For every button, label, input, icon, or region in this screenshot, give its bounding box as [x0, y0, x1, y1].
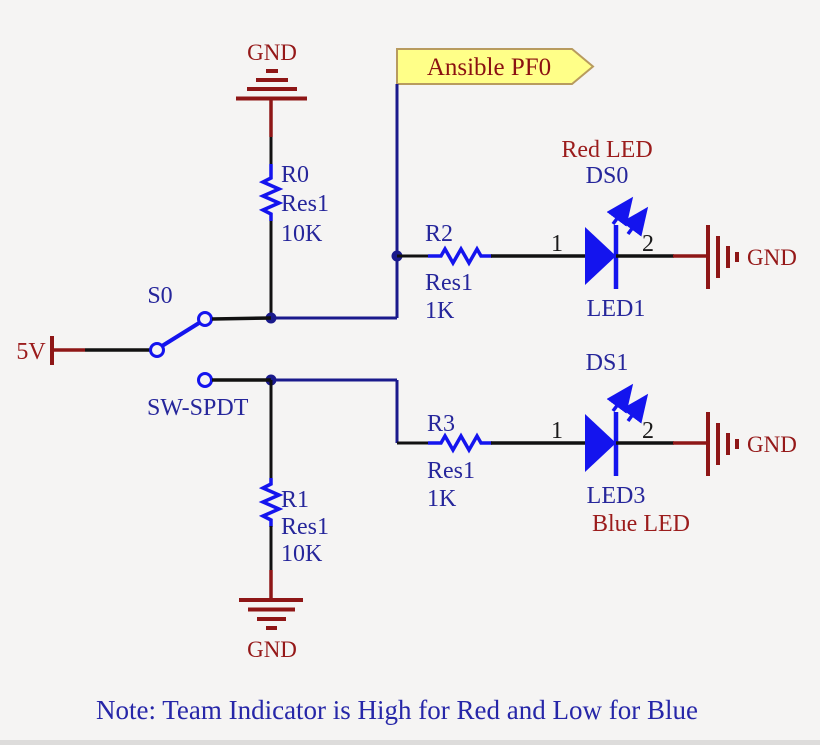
switch-s0: S0 SW-SPDT [147, 283, 249, 421]
ground-symbol-right1: GND [706, 225, 797, 289]
ground-bottom-label: GND [247, 637, 297, 662]
ground-right1-label: GND [747, 245, 797, 270]
net-flag-label: Ansible PF0 [427, 54, 551, 81]
led-ds0-pin2: 2 [642, 231, 654, 257]
resistor-r0-designator: R0 [281, 162, 309, 188]
switch-part: SW-SPDT [147, 395, 249, 421]
resistor-r1-designator: R1 [281, 487, 309, 513]
resistor-r3-body [428, 432, 492, 454]
resistor-r0-body [258, 164, 284, 221]
led-ds0-designator: DS0 [586, 163, 629, 189]
resistor-r3-type: Res1 [427, 458, 475, 484]
led-ds0-part: LED1 [587, 296, 646, 322]
resistor-r2: R2 Res1 1K [425, 221, 492, 324]
wire-switch-upper [211, 316, 272, 321]
resistor-r1-body [258, 478, 284, 527]
resistor-r1: R1 Res1 10K [258, 478, 329, 567]
power-5v: 5V [16, 336, 85, 365]
ground-symbol-bottom: GND [239, 598, 303, 662]
net-wires [271, 84, 399, 443]
resistor-r2-designator: R2 [425, 221, 453, 247]
switch-common-contact [149, 342, 165, 358]
led-ds0-comment: Red LED [561, 137, 652, 163]
bottom-edge-shade [0, 740, 820, 745]
resistor-r2-value: 1K [425, 298, 455, 324]
resistor-r2-type: Res1 [425, 270, 473, 296]
resistor-r1-type: Res1 [281, 514, 329, 540]
net-flag-ansible-pf0: Ansible PF0 [396, 48, 595, 85]
led-ds0-pin1: 1 [551, 231, 563, 257]
ground-symbol-right2: GND [706, 412, 797, 476]
power-5v-label: 5V [16, 339, 46, 365]
ground-top-label: GND [247, 40, 297, 65]
resistor-r2-body [428, 245, 492, 267]
resistor-r1-value: 10K [281, 541, 323, 567]
ground-right2-bars [706, 412, 739, 476]
resistor-r0-value: 10K [281, 221, 323, 247]
led-ds1-pin2: 2 [642, 418, 654, 444]
led-ds1-designator: DS1 [586, 350, 629, 376]
led-ds0-emission-arrows [606, 196, 649, 237]
resistor-r3-designator: R3 [427, 411, 455, 437]
led-ds1-emission-arrows [606, 383, 649, 424]
resistor-r0: R0 Res1 10K [258, 162, 329, 247]
switch-blade [160, 321, 201, 348]
ground-bottom-bars [239, 598, 303, 630]
led-ds1-part: LED3 [587, 483, 646, 509]
switch-designator: S0 [147, 283, 172, 309]
led-ds1-comment: Blue LED [592, 511, 690, 537]
resistor-r3: R3 Res1 1K [427, 411, 492, 512]
resistor-r0-type: Res1 [281, 191, 329, 217]
led-ds0-triangle [585, 227, 616, 285]
ground-right2-label: GND [747, 432, 797, 457]
led-ds1-triangle [585, 414, 616, 472]
led-ds0: Red LED DS0 1 2 LED1 [551, 137, 654, 322]
led-ds1-pin1: 1 [551, 418, 563, 444]
ground-top-bars [236, 69, 307, 101]
ground-right1-bars [706, 225, 739, 289]
switch-upper-contact [197, 311, 213, 327]
switch-lower-contact [197, 372, 213, 388]
ground-symbol-top: GND [236, 40, 307, 137]
note-text: Note: Team Indicator is High for Red and… [96, 695, 698, 725]
net-flag-banner [396, 48, 595, 85]
resistor-r3-value: 1K [427, 486, 457, 512]
